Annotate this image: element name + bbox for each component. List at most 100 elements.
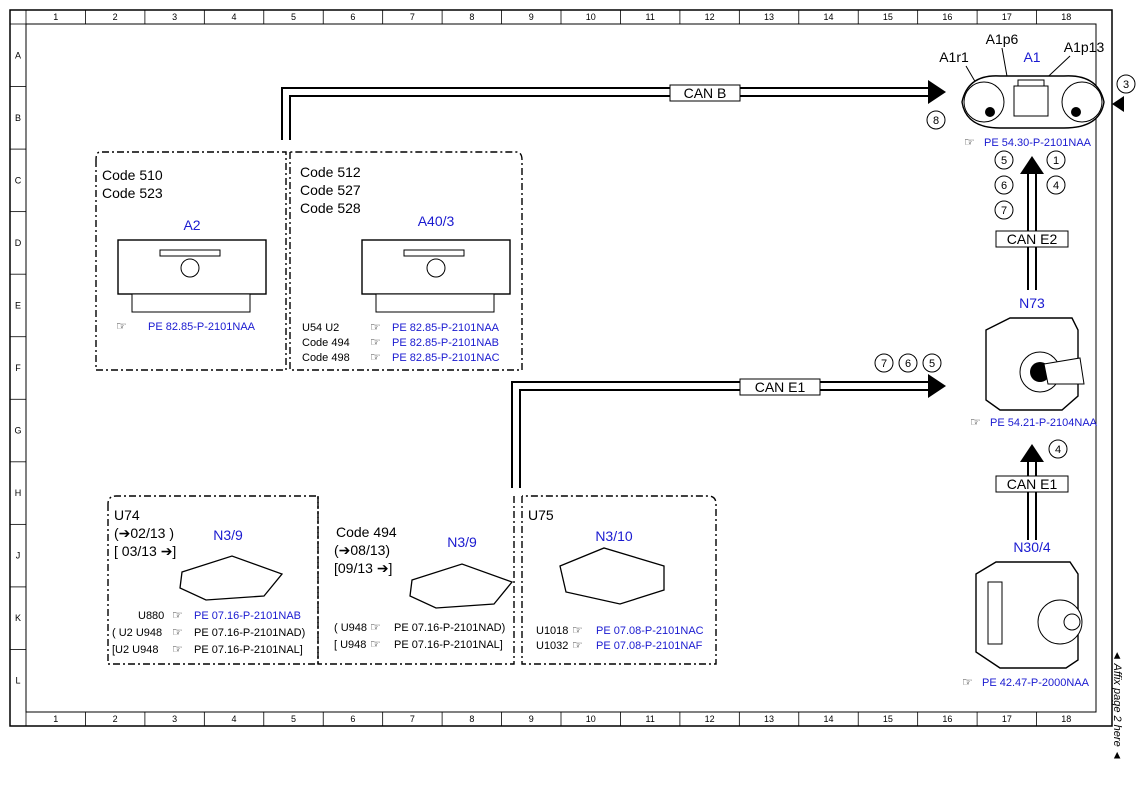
grid-column-label: 10: [586, 714, 596, 724]
n3-9-left-date-1: (➔02/13 ): [114, 525, 174, 541]
grid-row-label: A: [15, 50, 21, 60]
n3-9-left-cond-2: ( U2 U948: [112, 627, 162, 639]
grid-column-label: 1: [53, 714, 58, 724]
grid-row-label: D: [15, 238, 22, 248]
a40-3-code-3: Code 528: [300, 200, 361, 216]
a40-3-dashed-box: [289, 151, 523, 371]
ecu-icon: [179, 555, 284, 601]
grid-column-label: 3: [172, 714, 177, 724]
can-b-label: CAN B: [684, 85, 727, 101]
a1r1-label: A1r1: [939, 49, 969, 65]
a40-3-cond-3: Code 498: [302, 352, 350, 364]
circle-6-bus: 6: [905, 358, 911, 370]
a40-3-ref-2: PE 82.85-P-2101NAB: [392, 337, 499, 349]
grid-column-label: 10: [586, 12, 596, 22]
n3-9-right-module: Code 494 (➔08/13) [09/13 ➔] N3/9 ( U948 …: [334, 524, 514, 651]
grid-column-label: 16: [942, 714, 952, 724]
n3-9-left-module: U74 (➔02/13 ) [ 03/13 ➔] N3/9 U880 ☞ PE …: [112, 507, 305, 656]
n73-title: N73: [1019, 295, 1045, 311]
grid-column-label: 4: [232, 714, 237, 724]
can-e1-bottom-label: CAN E1: [1007, 476, 1058, 492]
can-e2-wire: CAN E2: [995, 156, 1069, 290]
grid-row-label: C: [15, 175, 22, 185]
grid-column-label: 1: [53, 12, 58, 22]
n3-9-right-title: N3/9: [447, 534, 477, 550]
grid-column-label: 6: [350, 714, 355, 724]
grid-column-label: 12: [705, 12, 715, 22]
circle-7-bus: 7: [881, 358, 887, 370]
a40-3-cond-1: U54 U2: [302, 322, 339, 334]
n3-9-right-date-2: [09/13 ➔]: [334, 560, 392, 576]
n73-ref-icon: ☞: [970, 415, 981, 429]
a40-3-ref-icon-1: ☞: [370, 320, 381, 334]
grid-column-label: 15: [883, 12, 893, 22]
a1p6-label: A1p6: [986, 31, 1019, 47]
a2-code-2: Code 523: [102, 185, 163, 201]
a1-ref-icon: ☞: [964, 135, 975, 149]
grid-row-label: G: [14, 426, 21, 436]
grid-column-label: 17: [1002, 714, 1012, 724]
grid-row-label: F: [15, 363, 21, 373]
n3-10-cond-1: U1018: [536, 625, 568, 637]
grid-column-label: 8: [469, 12, 474, 22]
n3-9-left-ref-icon-2: ☞: [172, 625, 183, 639]
n3-9-left-cond-1: U880: [138, 610, 164, 622]
n3-9-right-cond-2: [ U948: [334, 639, 366, 651]
n3-9-left-ref-2: PE 07.16-P-2101NAD): [194, 627, 305, 639]
n3-10-ref-icon-2: ☞: [572, 638, 583, 652]
a40-3-ref-3: PE 82.85-P-2101NAC: [392, 352, 500, 364]
grid-column-label: 5: [291, 12, 296, 22]
grid-row-label: L: [15, 676, 20, 686]
a2-ref: PE 82.85-P-2101NAA: [148, 321, 256, 333]
circle-markers: 8 5 1 6 4 7 7 6 5 4 3: [874, 74, 1136, 459]
grid-column-label: 2: [113, 714, 118, 724]
grid-column-label: 2: [113, 12, 118, 22]
n3-9-left-ref-3: PE 07.16-P-2101NAL]: [194, 644, 303, 656]
grid-column-label: 14: [823, 714, 833, 724]
n3-9-right-ref-icon-2: ☞: [370, 637, 381, 651]
grid-column-label: 7: [410, 12, 415, 22]
grid-column-label: 3: [172, 12, 177, 22]
grid-column-label: 14: [823, 12, 833, 22]
grid-row-label: H: [15, 488, 22, 498]
n73-ref: PE 54.21-P-2104NAA: [990, 417, 1098, 429]
can-e1-bottom-wire: CAN E1: [995, 444, 1069, 540]
a40-3-code-2: Code 527: [300, 182, 361, 198]
n3-10-code: U75: [528, 507, 554, 523]
a1-title: A1: [1023, 49, 1040, 65]
n3-10-title: N3/10: [595, 528, 633, 544]
n3-10-ref-1: PE 07.08-P-2101NAC: [596, 625, 704, 637]
n3-10-dashed-box: [521, 495, 717, 665]
grid-column-label: 13: [764, 714, 774, 724]
can-e1-top-wire: CAN E1: [511, 374, 946, 488]
n30-4-title: N30/4: [1013, 539, 1051, 555]
grid-column-label: 15: [883, 714, 893, 724]
grid-column-label: 18: [1061, 12, 1071, 22]
grid-columns: 1122334455667788991010111112121313141415…: [25, 10, 1071, 726]
circle-8: 8: [933, 115, 939, 127]
circle-5-bus: 5: [929, 358, 935, 370]
n3-9-left-ref-icon-1: ☞: [172, 608, 183, 622]
grid-column-label: 17: [1002, 12, 1012, 22]
grid-column-label: 11: [645, 12, 654, 22]
grid-column-label: 11: [645, 714, 654, 724]
n3-9-left-ref-icon-3: ☞: [172, 642, 183, 656]
n3-9-left-date-2: [ 03/13 ➔]: [114, 543, 176, 559]
grid-row-label: E: [15, 300, 21, 310]
n3-9-right-code: Code 494: [336, 524, 397, 540]
n3-9-right-date-1: (➔08/13): [334, 542, 390, 558]
a40-3-ref-icon-2: ☞: [370, 335, 381, 349]
a40-3-title: A40/3: [418, 213, 455, 229]
grid-column-label: 8: [469, 714, 474, 724]
grid-column-label: 13: [764, 12, 774, 22]
grid-row-label: J: [16, 551, 21, 561]
a2-dashed-box: [95, 151, 287, 371]
grid-column-label: 12: [705, 714, 715, 724]
grid-column-label: 16: [942, 12, 952, 22]
n3-9-right-dashed-box: [317, 496, 515, 665]
ecu-icon-2: [409, 563, 514, 609]
circle-5: 5: [1001, 155, 1007, 167]
a2-code-1: Code 510: [102, 167, 163, 183]
